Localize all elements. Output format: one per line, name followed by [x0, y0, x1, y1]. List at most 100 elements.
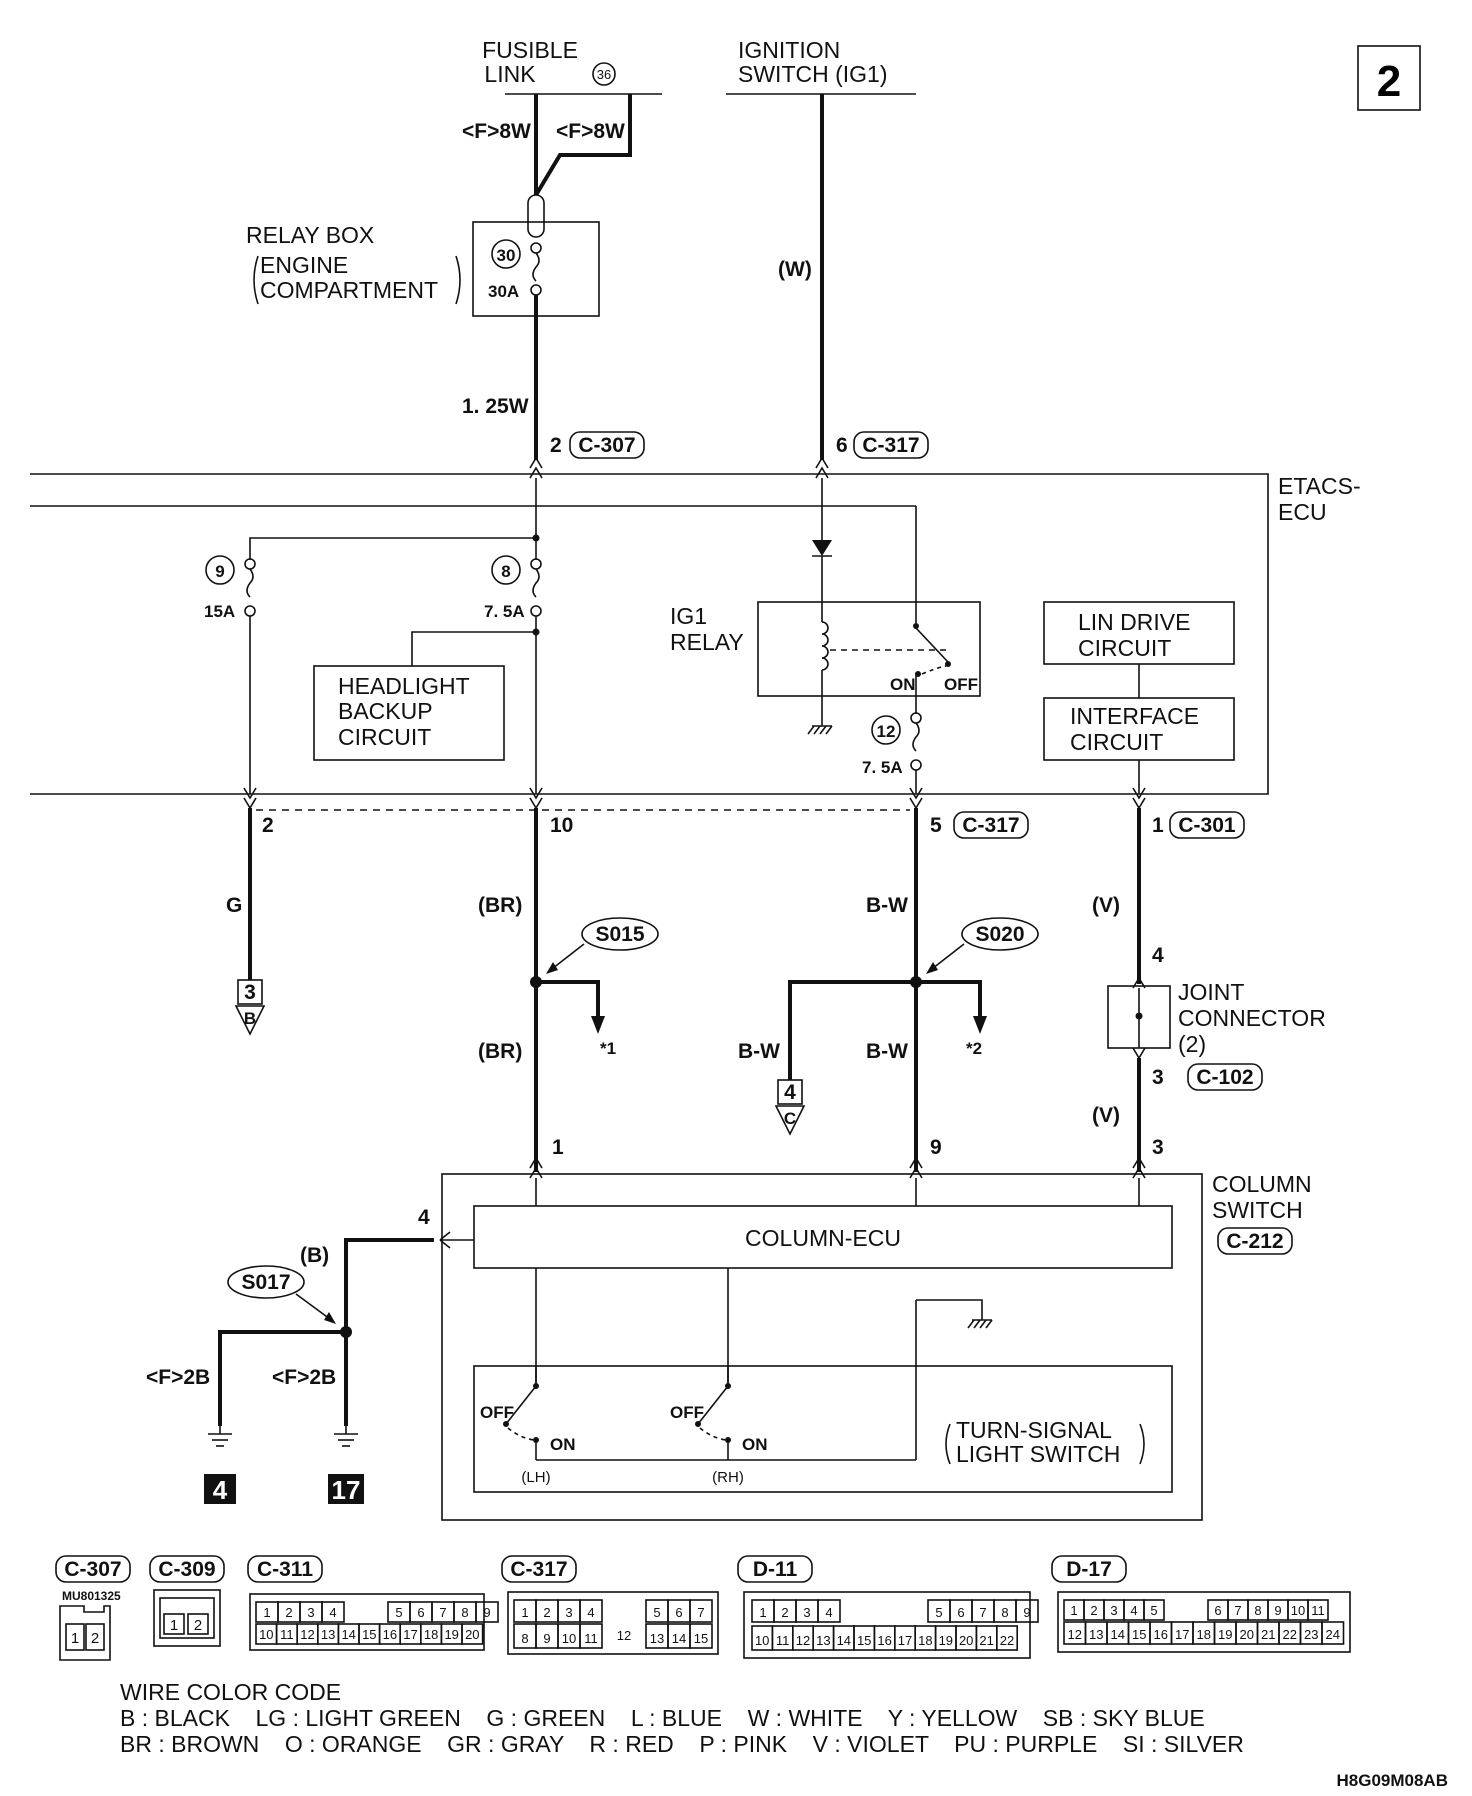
lin-drive-label-1: LIN DRIVE: [1078, 609, 1190, 635]
relay-box-title: RELAY BOX: [246, 222, 374, 248]
ground-c-number: 4: [784, 1081, 796, 1104]
connector-pin-number: 3: [565, 1605, 572, 1620]
interface-label-1: INTERFACE: [1070, 703, 1199, 729]
connector-pin-number: 12: [796, 1633, 810, 1648]
connector-pin-number: 17: [403, 1627, 417, 1642]
connector-pin-number: 22: [1283, 1627, 1297, 1642]
column-switch: 1 9 3 COLUMN SWITCH C-212 COLUMN-ECU 4: [418, 1136, 1312, 1521]
wire-label-bw-bottom: B-W: [866, 1040, 908, 1063]
relay-box-sub2: COMPARTMENT: [260, 277, 438, 303]
wire-label-v-bottom: (V): [1092, 1104, 1120, 1127]
connector-pin-number: 4: [587, 1605, 594, 1620]
fusible-link-label: FUSIBLE: [482, 37, 578, 63]
connector-pin-number: 3: [307, 1605, 314, 1620]
connector-pin-number: 24: [1326, 1627, 1340, 1642]
column-switch-title-1: COLUMN: [1212, 1171, 1312, 1197]
pin-2: 2: [262, 814, 274, 837]
connector-pin-number: 23: [1304, 1627, 1318, 1642]
g-wire-to-ground-b: G 3 B: [226, 808, 266, 1036]
ignition-switch-label: IGNITION: [738, 37, 840, 63]
face-c307-pin: 2: [91, 1630, 99, 1647]
rh-off-label: OFF: [670, 1403, 704, 1422]
connector-pin-number: 17: [1175, 1627, 1189, 1642]
connector-pin-number: 9: [543, 1631, 550, 1646]
connector-pin-number: 18: [424, 1627, 438, 1642]
connector-pin-number: 7: [1234, 1603, 1241, 1618]
connector-pin-number: 11: [776, 1633, 790, 1648]
connector-pin-number: 1: [263, 1605, 270, 1620]
ig1-relay-off: OFF: [944, 675, 978, 694]
connector-pin-number: 10: [1291, 1603, 1305, 1618]
fuse8-number: 8: [501, 562, 510, 581]
wire-label-br-top: (BR): [478, 894, 522, 917]
figure-code: H8G09M08AB: [1337, 1771, 1449, 1790]
connector-pin-number: 11: [1311, 1603, 1325, 1618]
wire-label-bw-top: B-W: [866, 894, 908, 917]
c317-top-pin: 6: [836, 434, 848, 457]
connector-pin-number: 2: [1090, 1603, 1097, 1618]
connector-pin-cell: [579, 1599, 603, 1623]
connector-pin-number: 5: [935, 1605, 942, 1620]
fuse12-number: 12: [877, 722, 896, 741]
turn-signal-label-2: LIGHT SWITCH: [956, 1441, 1120, 1467]
relay-fuse-number: 30: [497, 246, 516, 265]
connector-pin-number: 16: [1154, 1627, 1168, 1642]
fuse12-rating: 7. 5A: [862, 758, 903, 777]
connector-pin-number: 2: [285, 1605, 292, 1620]
face-c311-label: C-311: [257, 1558, 313, 1581]
connector-pin-number: 13: [650, 1631, 664, 1646]
column-pin-1: 1: [552, 1136, 564, 1159]
connector-pin-number: 1: [759, 1605, 766, 1620]
connector-pin-number: 21: [979, 1633, 993, 1648]
ref-2: *2: [966, 1039, 982, 1058]
connector-pin-number: 12: [1068, 1627, 1082, 1642]
ground-b-number: 3: [244, 981, 256, 1004]
connector-pin-cell: [321, 1601, 345, 1623]
connector-pin-number: 8: [461, 1605, 468, 1620]
connector-pin-number: 14: [672, 1631, 686, 1646]
joint-connector-label-3: (2): [1178, 1031, 1206, 1057]
relay-box-sub1: ENGINE: [260, 252, 348, 278]
ig1-relay-label-1: IG1: [670, 603, 707, 629]
etacs-title: ETACS-: [1278, 473, 1361, 499]
wire-label-f2b-right: <F>2B: [272, 1366, 336, 1389]
headlight-circuit-label-2: BACKUP: [338, 698, 433, 724]
connector-pin-cell: [579, 1623, 603, 1649]
connector-pin-number: 17: [898, 1633, 912, 1648]
fusible-link-wires: <F>8W <F>8W: [462, 94, 632, 197]
face-c307-label: C-307: [64, 1558, 121, 1581]
fusible-link-number: 36: [597, 67, 611, 82]
c307-connector-label: C-307: [578, 434, 635, 457]
etacs-output-pins: 2 10 5 C-317 1 C-301: [262, 811, 1245, 839]
connector-pin-number: 14: [1111, 1627, 1125, 1642]
etacs-title-2: ECU: [1278, 499, 1327, 525]
connector-pin-number: 5: [395, 1605, 402, 1620]
connector-pin-number: 12: [617, 1628, 631, 1643]
connector-pin-number: 5: [653, 1605, 660, 1620]
wire-label-f8w-left: <F>8W: [462, 120, 531, 143]
etacs-ecu: ETACS- ECU 9 15A 8 7. 5A HEADLIGHT BACKU…: [30, 456, 1361, 811]
connector-pin-number: 20: [1240, 1627, 1254, 1642]
br-wire: (BR) (BR) *1 S015: [478, 808, 659, 1172]
wire-color-code-title: WIRE COLOR CODE: [120, 1679, 341, 1705]
connector-pin-cell: [461, 1623, 484, 1645]
connector-pin-number: 9: [1023, 1605, 1030, 1620]
connector-pin-number: 6: [675, 1605, 682, 1620]
wire-label-v-top: (V): [1092, 894, 1120, 917]
connector-pin-cell: [689, 1599, 713, 1623]
face-d17-label: D-17: [1066, 1558, 1112, 1581]
connector-pin-cell: [689, 1623, 713, 1649]
connector-pin-number: 7: [697, 1605, 704, 1620]
connector-pin-number: 15: [857, 1633, 871, 1648]
connector-pin-cell: [995, 1625, 1018, 1651]
ground-point-17: 17: [332, 1475, 361, 1505]
connector-pin-number: 8: [521, 1631, 528, 1646]
face-c309-pin: 2: [194, 1617, 202, 1634]
splice-s020: S020: [975, 923, 1024, 946]
connector-pin-cell: [475, 1601, 499, 1623]
connector-pin-number: 4: [825, 1605, 832, 1620]
fuse9-number: 9: [215, 562, 224, 581]
